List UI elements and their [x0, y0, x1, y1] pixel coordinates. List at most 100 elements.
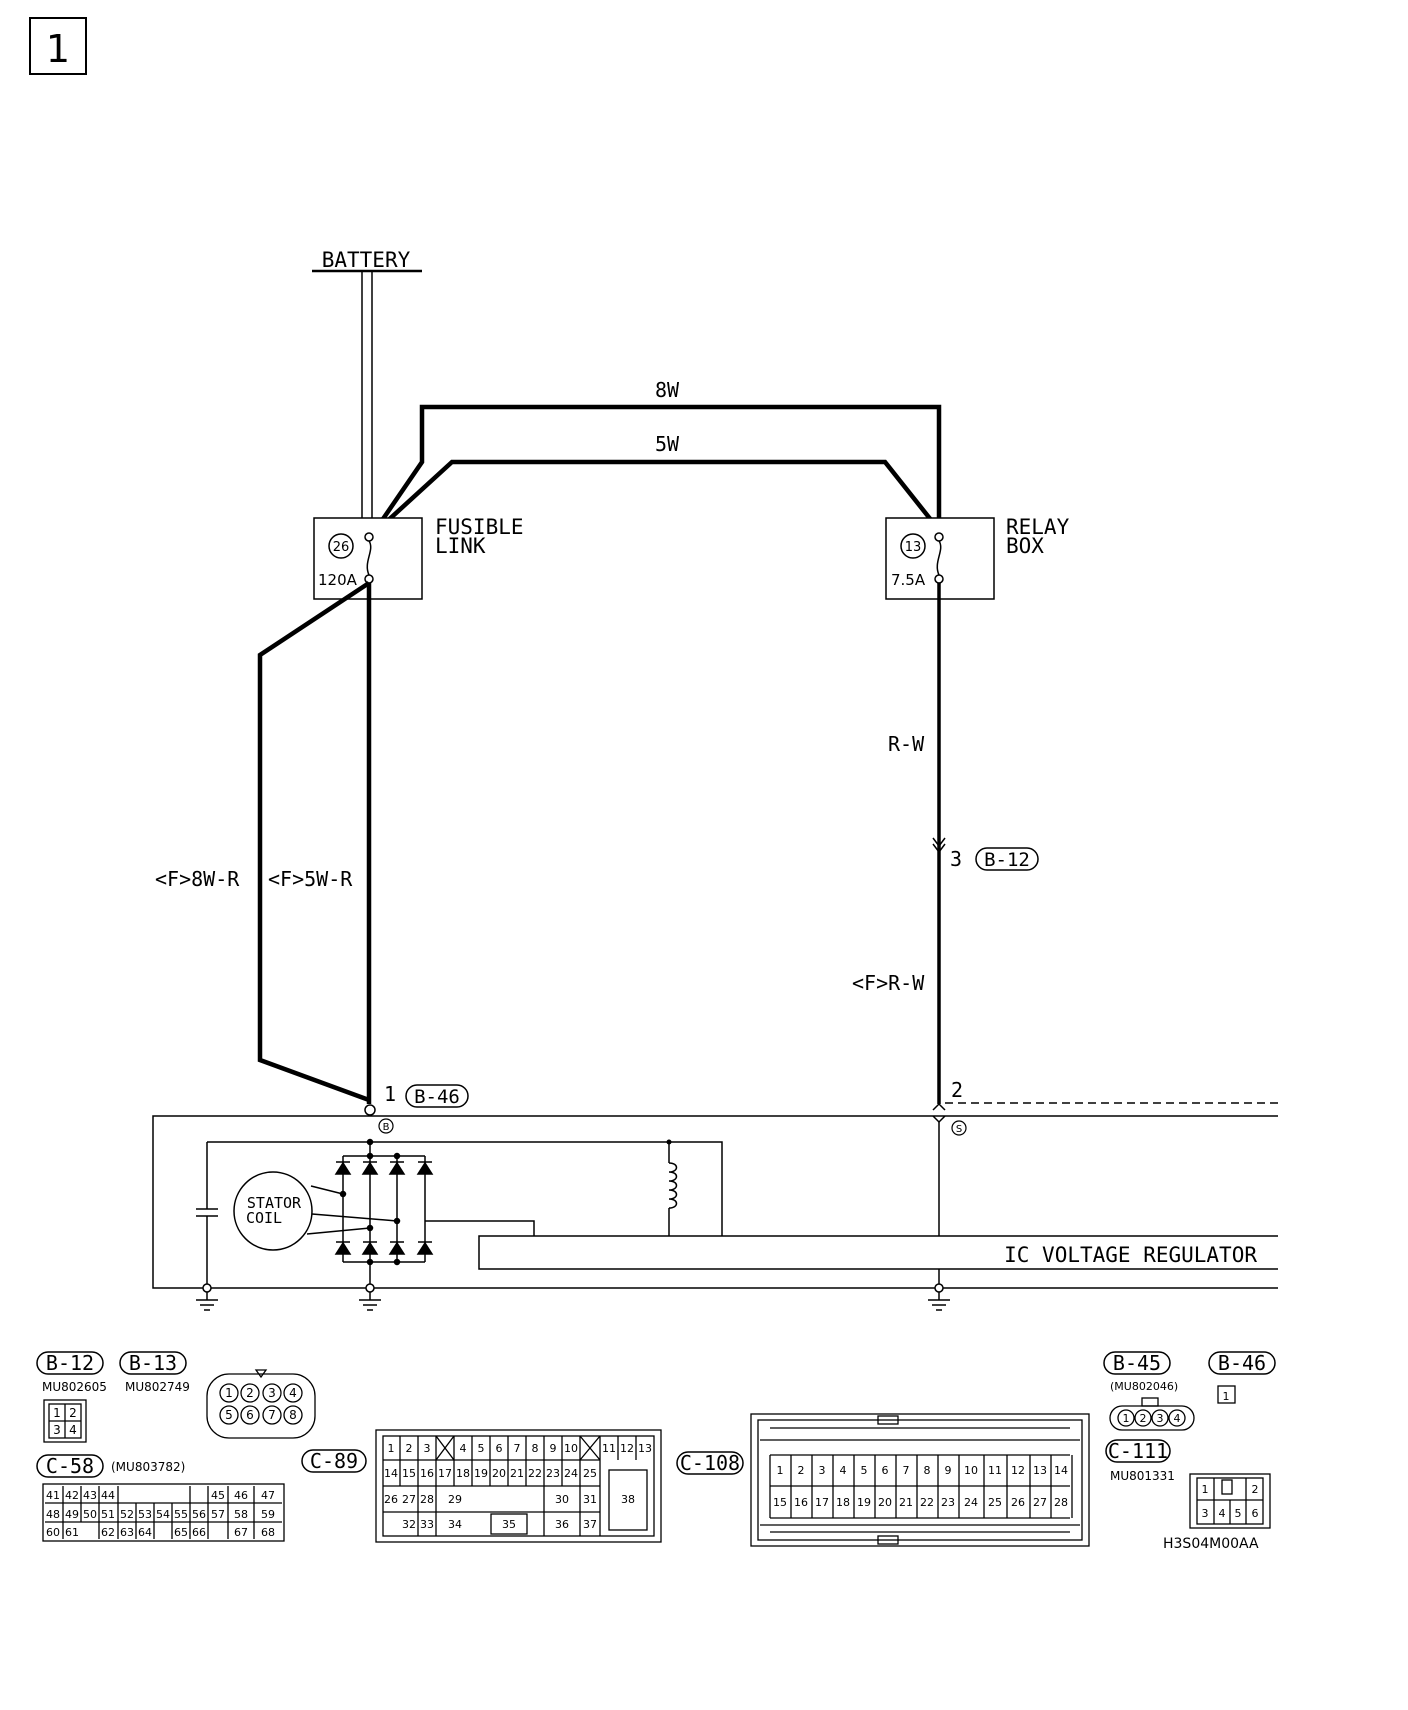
svg-text:2: 2 — [246, 1386, 254, 1400]
svg-text:4: 4 — [840, 1464, 847, 1477]
svg-text:3: 3 — [268, 1386, 276, 1400]
svg-text:1: 1 — [1123, 1412, 1130, 1425]
svg-text:17: 17 — [815, 1496, 829, 1509]
svg-text:4: 4 — [460, 1442, 467, 1455]
svg-text:9: 9 — [945, 1464, 952, 1477]
svg-text:10: 10 — [564, 1442, 578, 1455]
b45-legend-tag — [1103, 1351, 1171, 1375]
stator-lead-1 — [310, 1185, 344, 1195]
svg-text:3: 3 — [1157, 1412, 1164, 1425]
rectifier-to-regulator — [425, 1220, 535, 1236]
c58-legend-part: (MU803782) — [111, 1460, 185, 1474]
field-coil — [668, 1162, 678, 1209]
svg-text:29: 29 — [448, 1493, 462, 1506]
svg-text:6: 6 — [882, 1464, 889, 1477]
s-connector-mark-top — [932, 1102, 946, 1111]
svg-text:7: 7 — [514, 1442, 521, 1455]
svg-text:28: 28 — [1054, 1496, 1068, 1509]
wire-5w-label: 5W — [655, 432, 680, 456]
ic-regulator-box — [478, 1235, 1278, 1270]
svg-text:49: 49 — [65, 1508, 79, 1521]
svg-text:46: 46 — [234, 1489, 248, 1502]
svg-text:52: 52 — [120, 1508, 134, 1521]
svg-text:60: 60 — [46, 1526, 60, 1539]
alternator-outline — [152, 1115, 1278, 1289]
wire-f-8wr-label: <F>8W-R — [155, 867, 240, 891]
svg-text:50: 50 — [83, 1508, 97, 1521]
svg-text:44: 44 — [101, 1489, 115, 1502]
svg-text:4: 4 — [289, 1386, 297, 1400]
svg-text:13: 13 — [638, 1442, 652, 1455]
relay-box-terminal-bottom — [934, 574, 944, 584]
svg-text:67: 67 — [234, 1526, 248, 1539]
ground-symbols — [196, 1283, 950, 1311]
svg-text:6: 6 — [246, 1408, 254, 1422]
b12-connector-mark — [932, 837, 946, 848]
fusible-link-num-circle — [328, 533, 354, 559]
svg-text:25: 25 — [988, 1496, 1002, 1509]
svg-text:45: 45 — [211, 1489, 225, 1502]
svg-text:24: 24 — [964, 1496, 978, 1509]
svg-text:19: 19 — [857, 1496, 871, 1509]
svg-text:4: 4 — [1219, 1507, 1226, 1520]
s-pin-label: 2 — [951, 1078, 963, 1102]
c58-connector-face — [42, 1483, 285, 1542]
svg-text:23: 23 — [546, 1467, 560, 1480]
svg-text:62: 62 — [101, 1526, 115, 1539]
ic-regulator-label: IC VOLTAGE REGULATOR — [1004, 1243, 1257, 1267]
svg-text:11: 11 — [602, 1442, 616, 1455]
fusible-link-element — [366, 540, 372, 576]
stator-coil-label-1: STATOR — [247, 1194, 302, 1212]
b13-legend-name: B-13 — [129, 1351, 177, 1375]
svg-text:2: 2 — [406, 1442, 413, 1455]
c111-legend-tag — [1105, 1439, 1171, 1463]
stator-coil-label-2: COIL — [246, 1209, 282, 1227]
svg-text:23: 23 — [941, 1496, 955, 1509]
svg-text:11: 11 — [988, 1464, 1002, 1477]
svg-text:2: 2 — [1252, 1483, 1259, 1496]
svg-text:2: 2 — [69, 1406, 77, 1420]
svg-text:13: 13 — [1033, 1464, 1047, 1477]
svg-text:55: 55 — [174, 1508, 188, 1521]
b46-conn-label: B-46 — [414, 1086, 460, 1108]
svg-text:1: 1 — [53, 1406, 61, 1420]
svg-text:7: 7 — [268, 1408, 276, 1422]
svg-text:61: 61 — [65, 1526, 79, 1539]
svg-text:34: 34 — [448, 1518, 462, 1531]
c89-legend-tag — [301, 1449, 367, 1473]
page-number-box — [29, 17, 87, 75]
relay-box-rating: 7.5A — [891, 571, 926, 589]
svg-text:5: 5 — [1235, 1507, 1242, 1520]
b12-legend-tag — [36, 1351, 104, 1375]
diagram-code: H3S04M00AA — [1163, 1536, 1259, 1552]
c111-connector-face — [1189, 1473, 1271, 1529]
svg-text:19: 19 — [474, 1467, 488, 1480]
svg-text:31: 31 — [583, 1493, 597, 1506]
b13-legend-tag — [119, 1351, 187, 1375]
terminal-b-junction — [364, 1104, 376, 1116]
svg-text:14: 14 — [1054, 1464, 1068, 1477]
b13-connector-face — [206, 1369, 316, 1439]
svg-text:2: 2 — [798, 1464, 805, 1477]
battery-label: BATTERY — [322, 248, 411, 272]
c89-connector-face — [375, 1429, 662, 1543]
svg-text:57: 57 — [211, 1508, 225, 1521]
svg-text:42: 42 — [65, 1489, 79, 1502]
c58-legend-tag — [36, 1454, 104, 1478]
fusible-link-label-2: LINK — [435, 534, 486, 558]
b46-legend-tag — [1208, 1351, 1276, 1375]
svg-text:4: 4 — [69, 1423, 77, 1437]
svg-text:25: 25 — [583, 1467, 597, 1480]
svg-text:64: 64 — [138, 1526, 152, 1539]
c108-connector-face — [750, 1413, 1090, 1547]
svg-text:21: 21 — [510, 1467, 524, 1480]
svg-text:47: 47 — [261, 1489, 275, 1502]
svg-text:36: 36 — [555, 1518, 569, 1531]
c58-legend-name: C-58 — [46, 1454, 94, 1478]
svg-text:1: 1 — [1202, 1483, 1209, 1496]
svg-text:5: 5 — [225, 1408, 233, 1422]
wire-f-8wr — [257, 581, 371, 1103]
svg-text:4: 4 — [1174, 1412, 1181, 1425]
svg-text:26: 26 — [384, 1493, 398, 1506]
stator-coil — [233, 1171, 313, 1251]
